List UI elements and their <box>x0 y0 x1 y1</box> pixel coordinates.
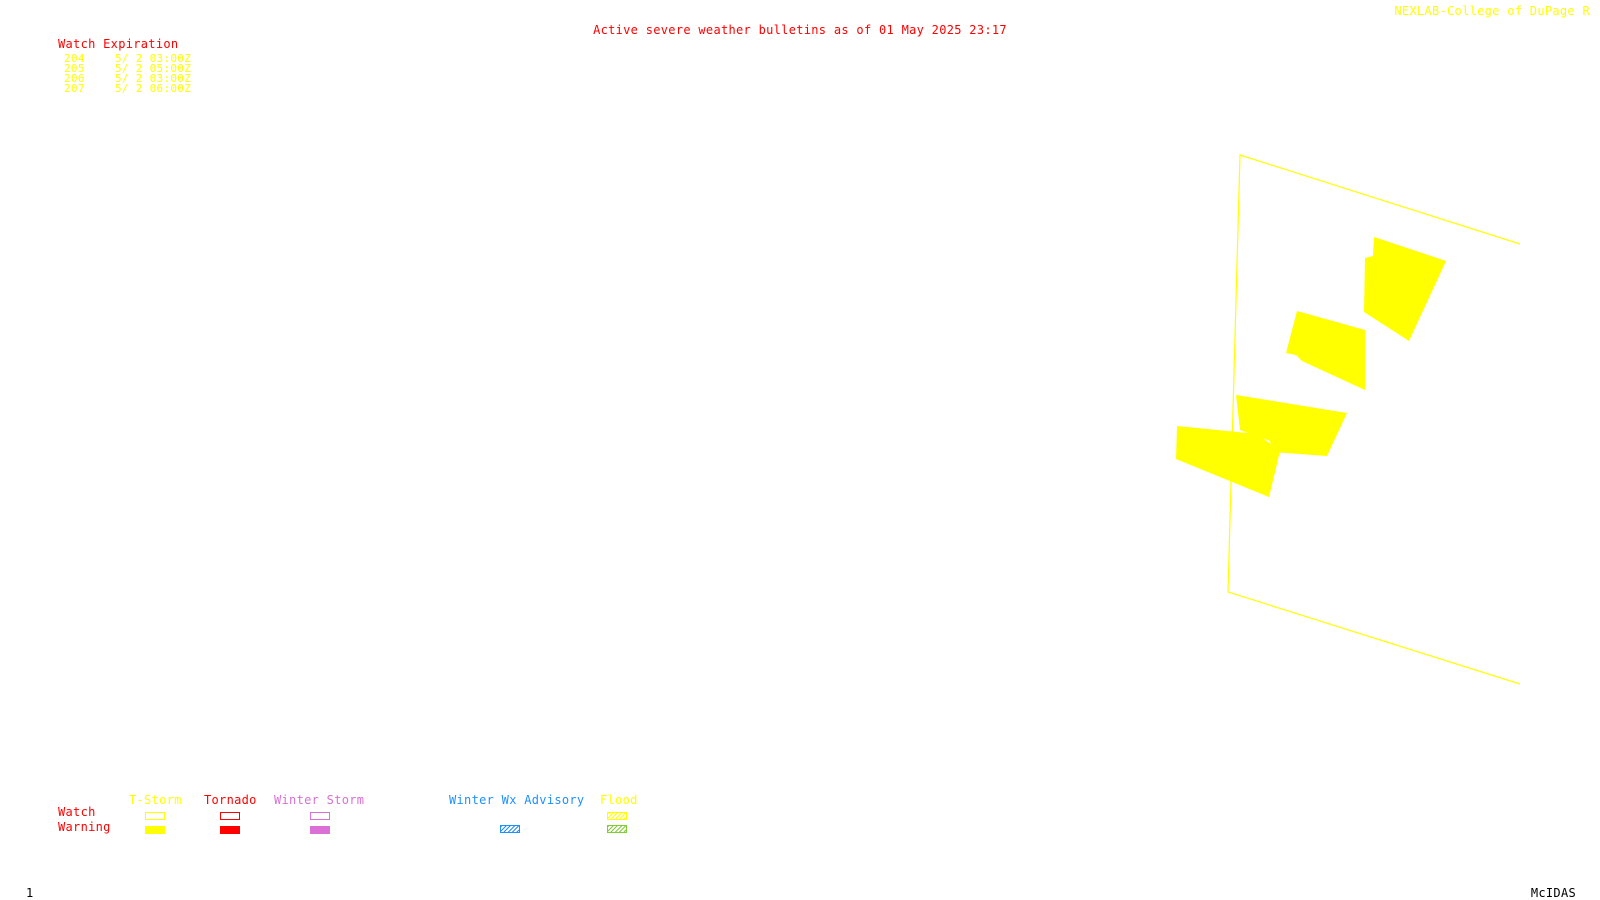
legend-tornado-watch-swatch <box>220 812 240 820</box>
software-label: McIDAS <box>1530 886 1576 900</box>
tstorm-warning-polygon <box>1286 311 1365 390</box>
watch-number: 205 <box>64 62 85 75</box>
watch-expiration: 5/ 2 03:00Z <box>115 72 192 85</box>
legend-row-watch-label: Watch <box>58 805 96 819</box>
watch-number: 204 <box>64 52 85 65</box>
watch-row: 207 5/ 2 06:00Z <box>64 82 192 95</box>
legend-row-warning-label: Warning <box>58 820 111 834</box>
legend-tornado-warning-swatch <box>220 826 240 834</box>
watch-expiration: 5/ 2 06:00Z <box>115 82 192 95</box>
legend-tstorm-watch-swatch <box>145 812 165 820</box>
watch-expiration: 5/ 2 03:00Z <box>115 52 192 65</box>
legend-tornado-label: Tornado <box>204 793 257 807</box>
legend-flood-label: Flood <box>600 793 638 807</box>
watch-row: 204 5/ 2 03:00Z <box>64 52 192 65</box>
legend-winter-storm-label: Winter Storm <box>274 793 365 807</box>
legend-flood-warning-swatch <box>607 825 627 833</box>
legend-winter-storm-warning-swatch <box>310 826 330 834</box>
legend-flood-watch-swatch <box>607 812 627 820</box>
legend-tstorm-label: T-Storm <box>129 793 182 807</box>
watch-boundary <box>1227 154 1521 685</box>
tstorm-warning-polygon <box>1236 395 1347 456</box>
tstorm-warning-polygon <box>1176 426 1280 497</box>
watch-row: 206 5/ 2 03:00Z <box>64 72 192 85</box>
legend-winter-advisory-label: Winter Wx Advisory <box>449 793 585 807</box>
legend-tstorm-warning-swatch <box>145 826 165 834</box>
legend-winter-advisory-warning-swatch <box>500 825 520 833</box>
watch-row: 205 5/ 2 05:00Z <box>64 62 192 75</box>
tstorm-warning-polygons <box>1176 237 1446 497</box>
page-number: 1 <box>26 886 34 900</box>
watch-expiration-header: Watch Expiration <box>58 37 179 51</box>
watch-expiration: 5/ 2 05:00Z <box>115 62 192 75</box>
watch-number: 206 <box>64 72 85 85</box>
page-title: Active severe weather bulletins as of 01… <box>593 23 1007 37</box>
watch-number: 207 <box>64 82 85 95</box>
credit-label: NEXLAB-College of DuPage R <box>1394 4 1590 18</box>
legend-winter-storm-watch-swatch <box>310 812 330 820</box>
tstorm-warning-polygon <box>1364 237 1446 341</box>
